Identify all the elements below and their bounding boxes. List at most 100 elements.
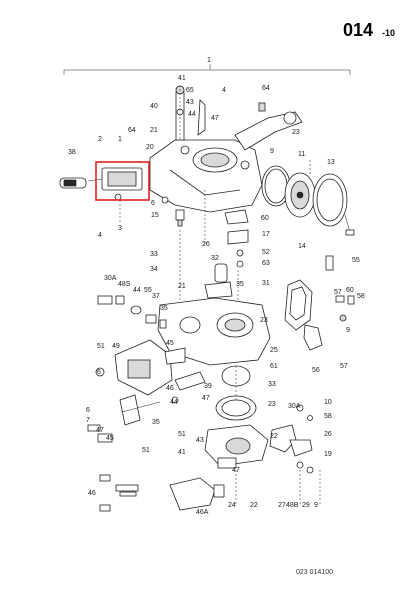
callout: 45	[166, 340, 174, 347]
callout: 51	[142, 447, 150, 454]
callout: 48S	[118, 281, 131, 288]
callout: 46	[166, 385, 174, 392]
callout: 7	[86, 417, 90, 424]
callout: 44	[133, 287, 141, 294]
callout: 9	[346, 327, 350, 334]
callout: 47	[232, 467, 240, 474]
callout: 44	[170, 399, 178, 406]
callout: 37	[152, 293, 160, 300]
callout: 6	[97, 369, 101, 376]
callout: 27	[278, 502, 286, 509]
gasket-ring	[261, 165, 291, 207]
accelerator-pump	[95, 339, 186, 396]
callout: 26	[324, 431, 332, 438]
callout: 17	[262, 231, 270, 238]
jet-screws-top	[161, 196, 249, 268]
callout: 43	[186, 99, 194, 106]
assembly-number: 1	[207, 57, 211, 64]
choke-lever-arm	[234, 102, 303, 151]
callout: 48B	[286, 502, 299, 509]
jets-left	[97, 295, 167, 329]
callout: 35	[160, 305, 168, 312]
callout: 34	[150, 266, 158, 273]
callout: 58	[324, 413, 332, 420]
callout: 40	[150, 103, 158, 110]
callout: 56	[312, 367, 320, 374]
callout: 6	[151, 200, 155, 207]
callout: 9	[270, 148, 274, 155]
callout: 4	[98, 232, 102, 239]
callout: 31	[262, 280, 270, 287]
callout: 2	[98, 136, 102, 143]
linkage-right	[269, 404, 314, 474]
callout: 46A	[196, 509, 209, 516]
float-chamber-body	[157, 263, 271, 366]
choke-cover	[312, 173, 355, 236]
callout: 65	[186, 87, 194, 94]
callout: 26	[202, 241, 210, 248]
page-number: 014	[343, 20, 373, 40]
callout: 35	[236, 281, 244, 288]
callout: 21	[178, 283, 186, 290]
callout: 24	[228, 502, 236, 509]
fuel-hose-loop	[284, 255, 355, 351]
callout: 49	[112, 343, 120, 350]
callout: 60	[261, 215, 269, 222]
callout: 63	[262, 260, 270, 267]
callout-labels: 41 65 40 43 44 47 21 4 64 23 9 11 13 64 …	[68, 75, 365, 516]
callout: 61	[270, 363, 278, 370]
callout: 22	[250, 502, 258, 509]
callout: 51	[97, 343, 105, 350]
callout: 13	[327, 159, 335, 166]
callout: 29	[302, 502, 310, 509]
cutoff-solenoid-valve	[59, 167, 143, 201]
callout: 46	[88, 490, 96, 497]
callout: 45	[106, 435, 114, 442]
callout: 60	[346, 287, 354, 294]
callout: 11	[298, 151, 305, 158]
callout: 64	[262, 85, 270, 92]
callout: 47	[202, 395, 210, 402]
callout: 35	[152, 419, 160, 426]
callout: 33	[268, 381, 276, 388]
footer-reference: 023 014100	[296, 569, 333, 576]
throttle-body	[204, 365, 269, 469]
assembly-bracket: 1	[63, 57, 351, 75]
callout: 58	[357, 293, 365, 300]
callout: 15	[151, 212, 159, 219]
callout: 32	[211, 255, 219, 262]
callout: 41	[178, 75, 186, 82]
callout: 38	[68, 149, 76, 156]
leader-lines	[119, 85, 321, 505]
callout: 21	[150, 127, 158, 134]
callout: 6	[86, 407, 90, 414]
callout: 43	[196, 437, 204, 444]
throttle-linkage	[87, 371, 206, 443]
callout: 23	[260, 317, 268, 324]
callout: 55	[352, 257, 360, 264]
callout: 19	[324, 451, 332, 458]
callout: 25	[270, 347, 278, 354]
callout: 30A	[288, 403, 301, 410]
callout: 44	[188, 111, 196, 118]
callout: 55	[144, 287, 152, 294]
callout: 23	[292, 129, 300, 136]
callout: 22	[270, 433, 278, 440]
callout: 33	[150, 251, 158, 258]
callout: 9	[314, 502, 318, 509]
callout: 57	[340, 363, 348, 370]
callout: 51	[178, 431, 186, 438]
callout: 52	[262, 249, 270, 256]
fastener-set	[99, 474, 225, 512]
callout: 23	[268, 401, 276, 408]
choke-housing	[284, 172, 316, 218]
callout: 3	[118, 225, 122, 232]
callout: 30A	[104, 275, 117, 282]
callout: 14	[298, 243, 306, 250]
callout: 57	[334, 289, 342, 296]
callout: 1	[118, 136, 122, 143]
callout: 20	[146, 144, 154, 151]
callout: 4	[222, 87, 226, 94]
callout: 47	[96, 427, 104, 434]
